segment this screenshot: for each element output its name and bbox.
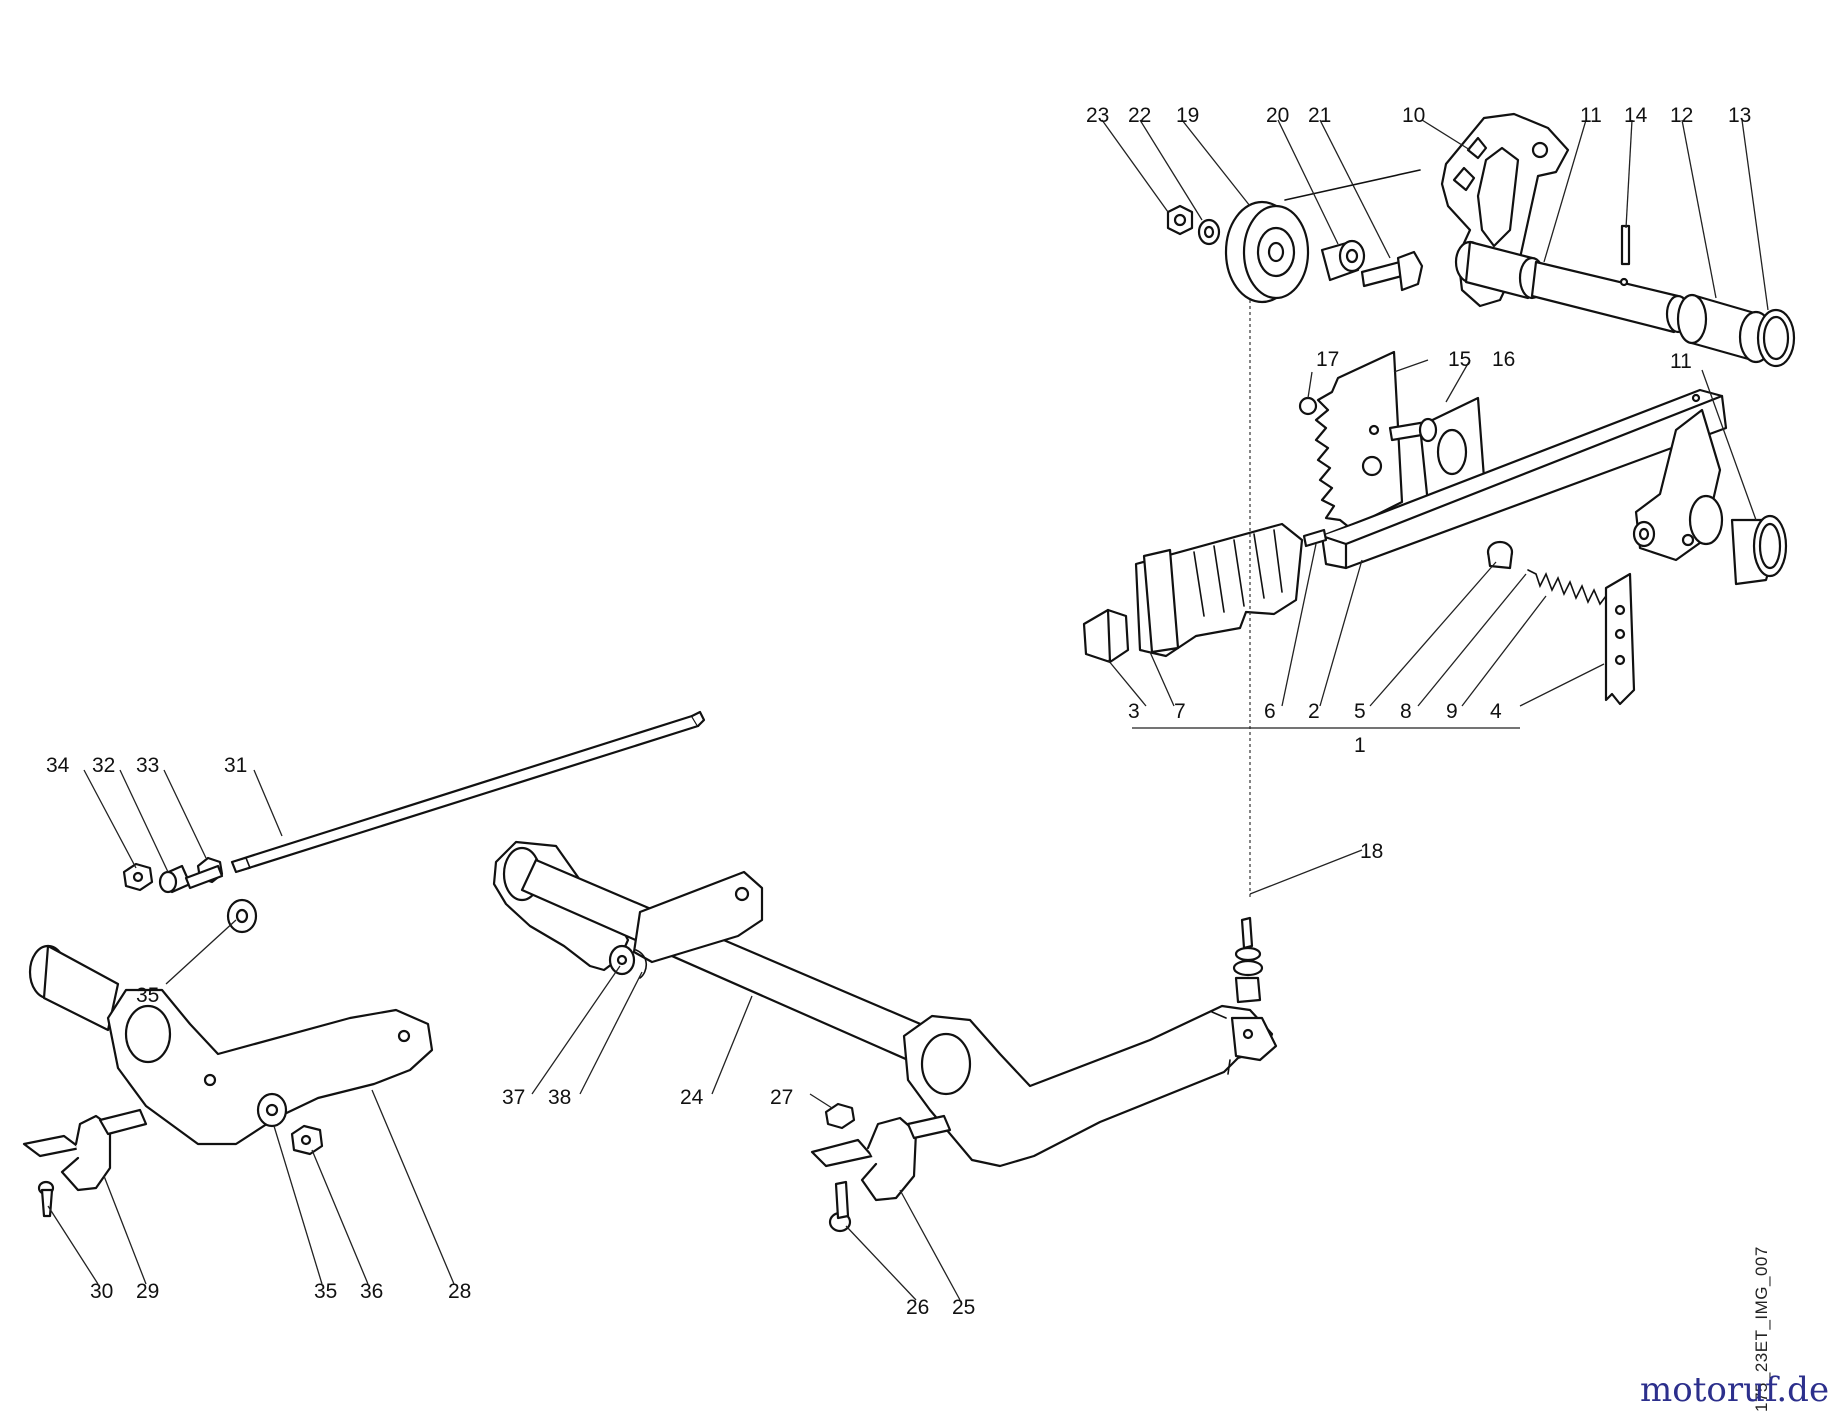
callout-28: 28	[448, 1280, 471, 1303]
pedal-arm-part	[902, 1004, 1278, 1168]
callout-labels: 23 22 19 20 21 10 11 14 12 13 17 15 16 1…	[46, 104, 1751, 1319]
callout-16: 16	[1492, 348, 1515, 371]
screw-part	[37, 1180, 55, 1218]
spacer-part	[1320, 239, 1366, 282]
clamp-part	[22, 1108, 148, 1192]
callout-25: 25	[952, 1296, 975, 1319]
bolt-part	[158, 864, 224, 894]
sector-plate-part	[1314, 350, 1404, 530]
bolt-part	[1360, 250, 1424, 292]
callout-8: 8	[1400, 700, 1412, 723]
callout-29: 29	[136, 1280, 159, 1303]
callout-37: 37	[502, 1086, 525, 1109]
clamp-part	[810, 1114, 952, 1202]
stud-part	[1486, 540, 1514, 570]
callout-5: 5	[1354, 700, 1366, 723]
cap-part	[1688, 494, 1788, 586]
callout-18: 18	[1360, 840, 1383, 863]
screw-part	[1298, 396, 1318, 416]
callout-22: 22	[1128, 104, 1151, 127]
watermark-text: motoruf.de	[1640, 1370, 1829, 1410]
callout-17: 17	[1316, 348, 1339, 371]
nut-part	[1166, 204, 1194, 236]
nut-part	[824, 1102, 856, 1130]
bolt-part	[1232, 916, 1264, 1004]
rod-part	[230, 710, 706, 874]
spring-part	[1527, 569, 1607, 606]
callout-14: 14	[1624, 104, 1648, 127]
callout-26: 26	[906, 1296, 929, 1319]
bushing-part	[1676, 293, 1774, 364]
callout-30: 30	[90, 1280, 113, 1303]
link-plate-part	[1604, 572, 1636, 706]
callout-23: 23	[1086, 104, 1109, 127]
callout-11: 11	[1580, 104, 1602, 127]
callout-3: 3	[1128, 700, 1140, 723]
nut-part	[290, 1124, 324, 1156]
callout-38: 38	[548, 1086, 571, 1109]
callout-leaders	[47, 119, 1769, 1301]
callout-7: 7	[1174, 700, 1186, 723]
callout-9: 9	[1446, 700, 1458, 723]
callout-20: 20	[1266, 104, 1289, 127]
callout-21: 21	[1308, 104, 1331, 127]
screw-part	[1388, 417, 1438, 443]
knob-part	[1082, 608, 1130, 664]
washer-part	[1197, 218, 1221, 246]
callout-12: 12	[1670, 104, 1693, 127]
callout-10: 10	[1402, 104, 1425, 127]
height-adjust-assembly	[1082, 112, 1796, 706]
callout-13: 13	[1728, 104, 1751, 127]
callout-35: 35	[136, 984, 159, 1007]
watermark-logo: motoruf.de	[1640, 1370, 1829, 1410]
callout-31: 31	[224, 754, 247, 777]
callout-24: 24	[680, 1086, 704, 1109]
callout-36: 36	[360, 1280, 383, 1303]
callout-19: 19	[1176, 104, 1199, 127]
ring-part	[1756, 308, 1796, 368]
axle-assembly-part	[492, 840, 980, 1086]
pedal-arm-part	[28, 944, 434, 1146]
shaft-part	[1454, 240, 1691, 334]
callout-11b: 11	[1670, 350, 1692, 373]
callout-15: 15	[1448, 348, 1471, 371]
washer-part	[1632, 520, 1656, 548]
callout-2: 2	[1308, 700, 1320, 723]
nut-part	[122, 862, 154, 892]
callout-34: 34	[46, 754, 70, 777]
callout-1: 1	[1354, 734, 1366, 757]
grip-part	[1134, 522, 1304, 658]
callout-32: 32	[92, 754, 115, 777]
callout-27: 27	[770, 1086, 793, 1109]
threaded-rod-part	[1302, 528, 1328, 548]
pin-part	[1620, 224, 1631, 266]
pulley-part	[1224, 200, 1310, 304]
callout-35b: 35	[314, 1280, 337, 1303]
callout-6: 6	[1264, 700, 1276, 723]
bolt-part	[828, 1180, 852, 1233]
callout-4: 4	[1490, 700, 1502, 723]
callout-33: 33	[136, 754, 159, 777]
washer-part	[226, 898, 258, 934]
